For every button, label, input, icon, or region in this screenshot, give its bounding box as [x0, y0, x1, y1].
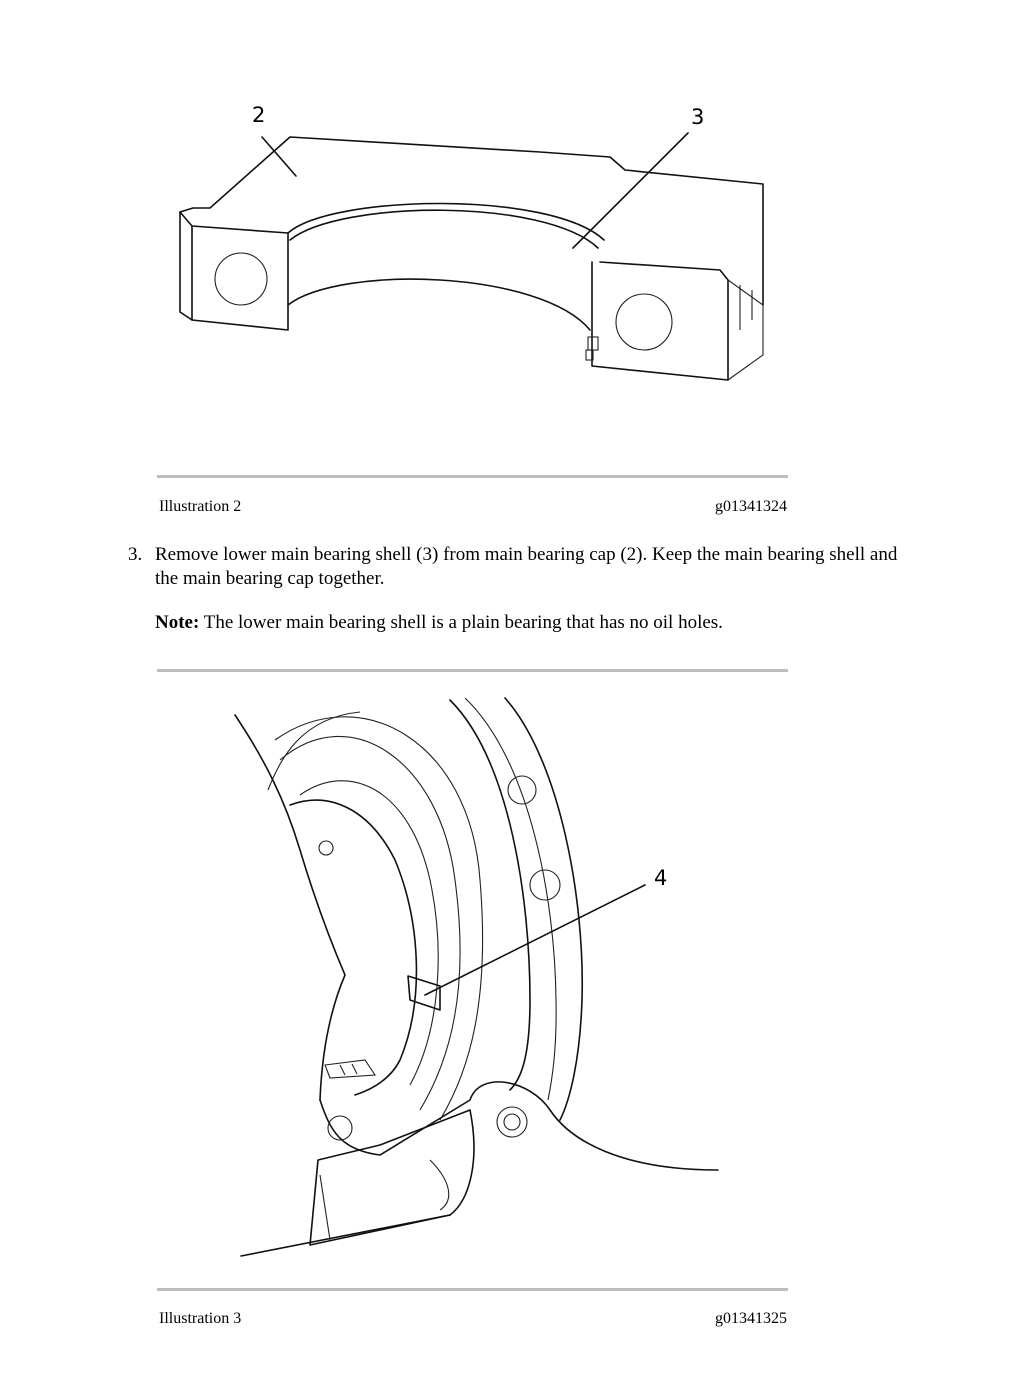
- figure-divider-3: [157, 669, 788, 672]
- caption-graphic-id: g01341324: [715, 498, 787, 515]
- callout-3: 3: [691, 105, 704, 129]
- bearing-cap-drawing: 2 3: [179, 103, 764, 381]
- callout-2: 2: [252, 103, 265, 127]
- illustration-3-figure: 4: [150, 680, 800, 1270]
- leader-line-3: [572, 132, 689, 249]
- note-text: The lower main bearing shell is a plain …: [203, 612, 723, 633]
- caption-divider-2: [157, 475, 788, 478]
- engine-bore-drawing: 4: [234, 697, 719, 1257]
- note-paragraph: Note: The lower main bearing shell is a …: [155, 611, 915, 635]
- callout-4: 4: [654, 866, 667, 890]
- procedure-step: 3. Remove lower main bearing shell (3) f…: [128, 543, 908, 591]
- step-text: Remove lower main bearing shell (3) from…: [155, 544, 898, 589]
- caption-graphic-id: g01341325: [715, 1310, 787, 1327]
- illustration-2-figure: 2 3: [150, 90, 800, 390]
- step-number: 3.: [128, 544, 143, 565]
- caption-divider-3: [157, 1288, 788, 1291]
- caption-label: Illustration 3: [159, 1310, 242, 1327]
- leader-line-4: [424, 884, 646, 996]
- caption-label: Illustration 2: [159, 498, 242, 515]
- caption-illustration-2: Illustration 2 g01341324: [159, 498, 787, 516]
- caption-illustration-3: Illustration 3 g01341325: [159, 1310, 787, 1328]
- note-label: Note:: [155, 612, 200, 633]
- leader-line-2: [261, 136, 297, 177]
